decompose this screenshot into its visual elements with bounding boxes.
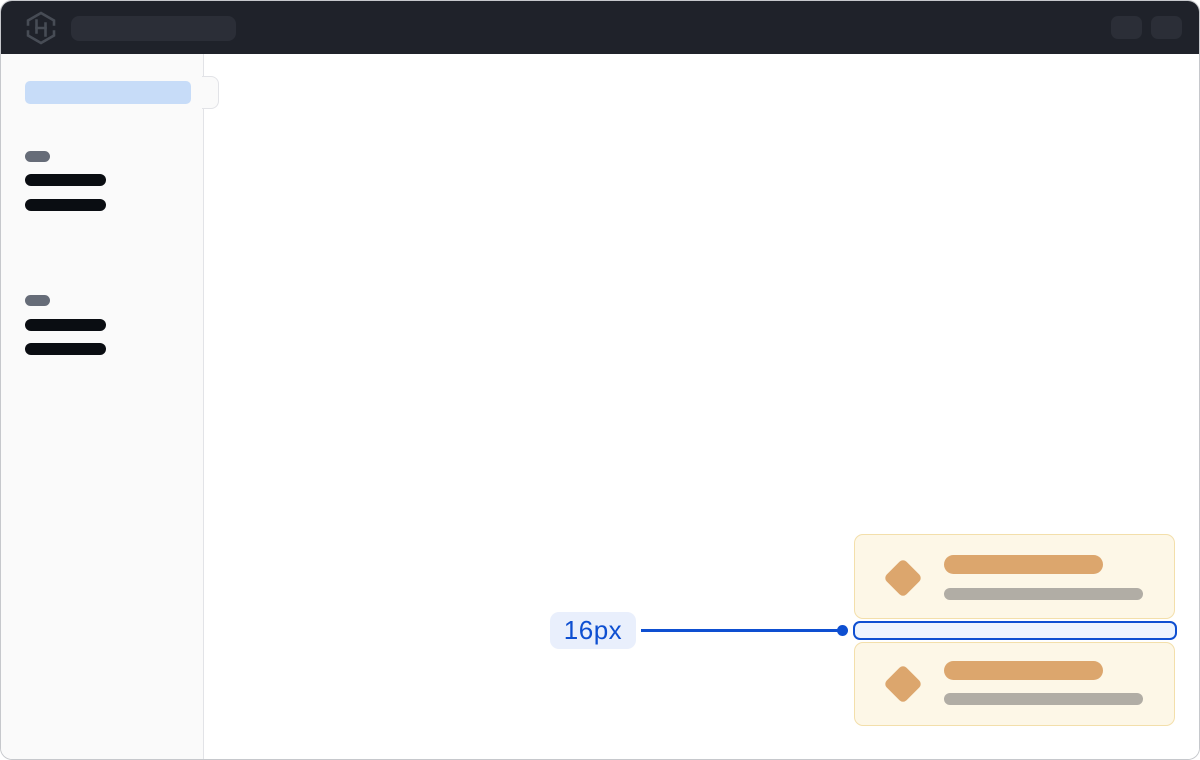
list-card-2[interactable] <box>854 642 1175 726</box>
sidebar-nav-item-skeleton-4[interactable] <box>25 343 106 355</box>
main-content <box>204 54 1199 759</box>
global-search-skeleton[interactable] <box>71 16 236 41</box>
diamond-icon <box>883 664 923 704</box>
diamond-icon <box>883 558 923 598</box>
sidebar-section-label-skeleton-1 <box>25 151 50 162</box>
spacing-measurement-label: 16px <box>550 612 636 649</box>
hashicorp-logo-icon[interactable] <box>25 11 57 45</box>
sidebar-toggle-tab[interactable] <box>202 76 219 109</box>
card-subtitle-skeleton <box>944 693 1143 705</box>
annotation-connector-line <box>641 629 838 632</box>
sidebar-nav-item-skeleton-3[interactable] <box>25 319 106 331</box>
card-title-skeleton <box>944 555 1103 574</box>
list-card-1[interactable] <box>854 534 1175 619</box>
annotation-connector-dot <box>837 625 848 636</box>
sidebar-section-label-skeleton-2 <box>25 295 50 306</box>
sidebar-nav-item-skeleton-1[interactable] <box>25 174 106 186</box>
card-title-skeleton <box>944 661 1103 680</box>
sidebar <box>1 54 204 759</box>
sidebar-nav-item-skeleton-2[interactable] <box>25 199 106 211</box>
topbar-action-skeleton-2[interactable] <box>1151 16 1182 39</box>
spacing-gap-highlight <box>853 621 1177 640</box>
sidebar-active-item-skeleton[interactable] <box>25 81 191 104</box>
card-subtitle-skeleton <box>944 588 1143 600</box>
topbar-action-skeleton-1[interactable] <box>1111 16 1142 39</box>
topbar <box>1 1 1199 54</box>
